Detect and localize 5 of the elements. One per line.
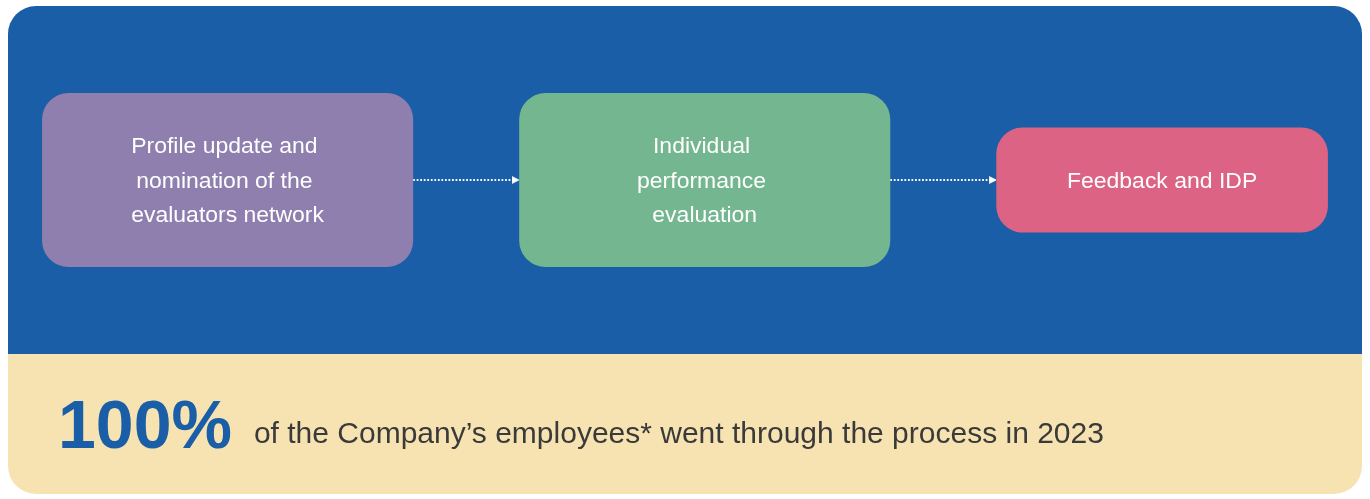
statement-text: of the Company’s employees* went through the process in 2023 <box>253 416 1104 450</box>
process-box: Profile update and nomination of the evaluators network <box>42 92 414 268</box>
percentage-figure: 100% <box>58 385 232 463</box>
process-box: Individual performance evaluation <box>519 92 891 268</box>
process-box: Feedback and IDP <box>996 127 1328 233</box>
